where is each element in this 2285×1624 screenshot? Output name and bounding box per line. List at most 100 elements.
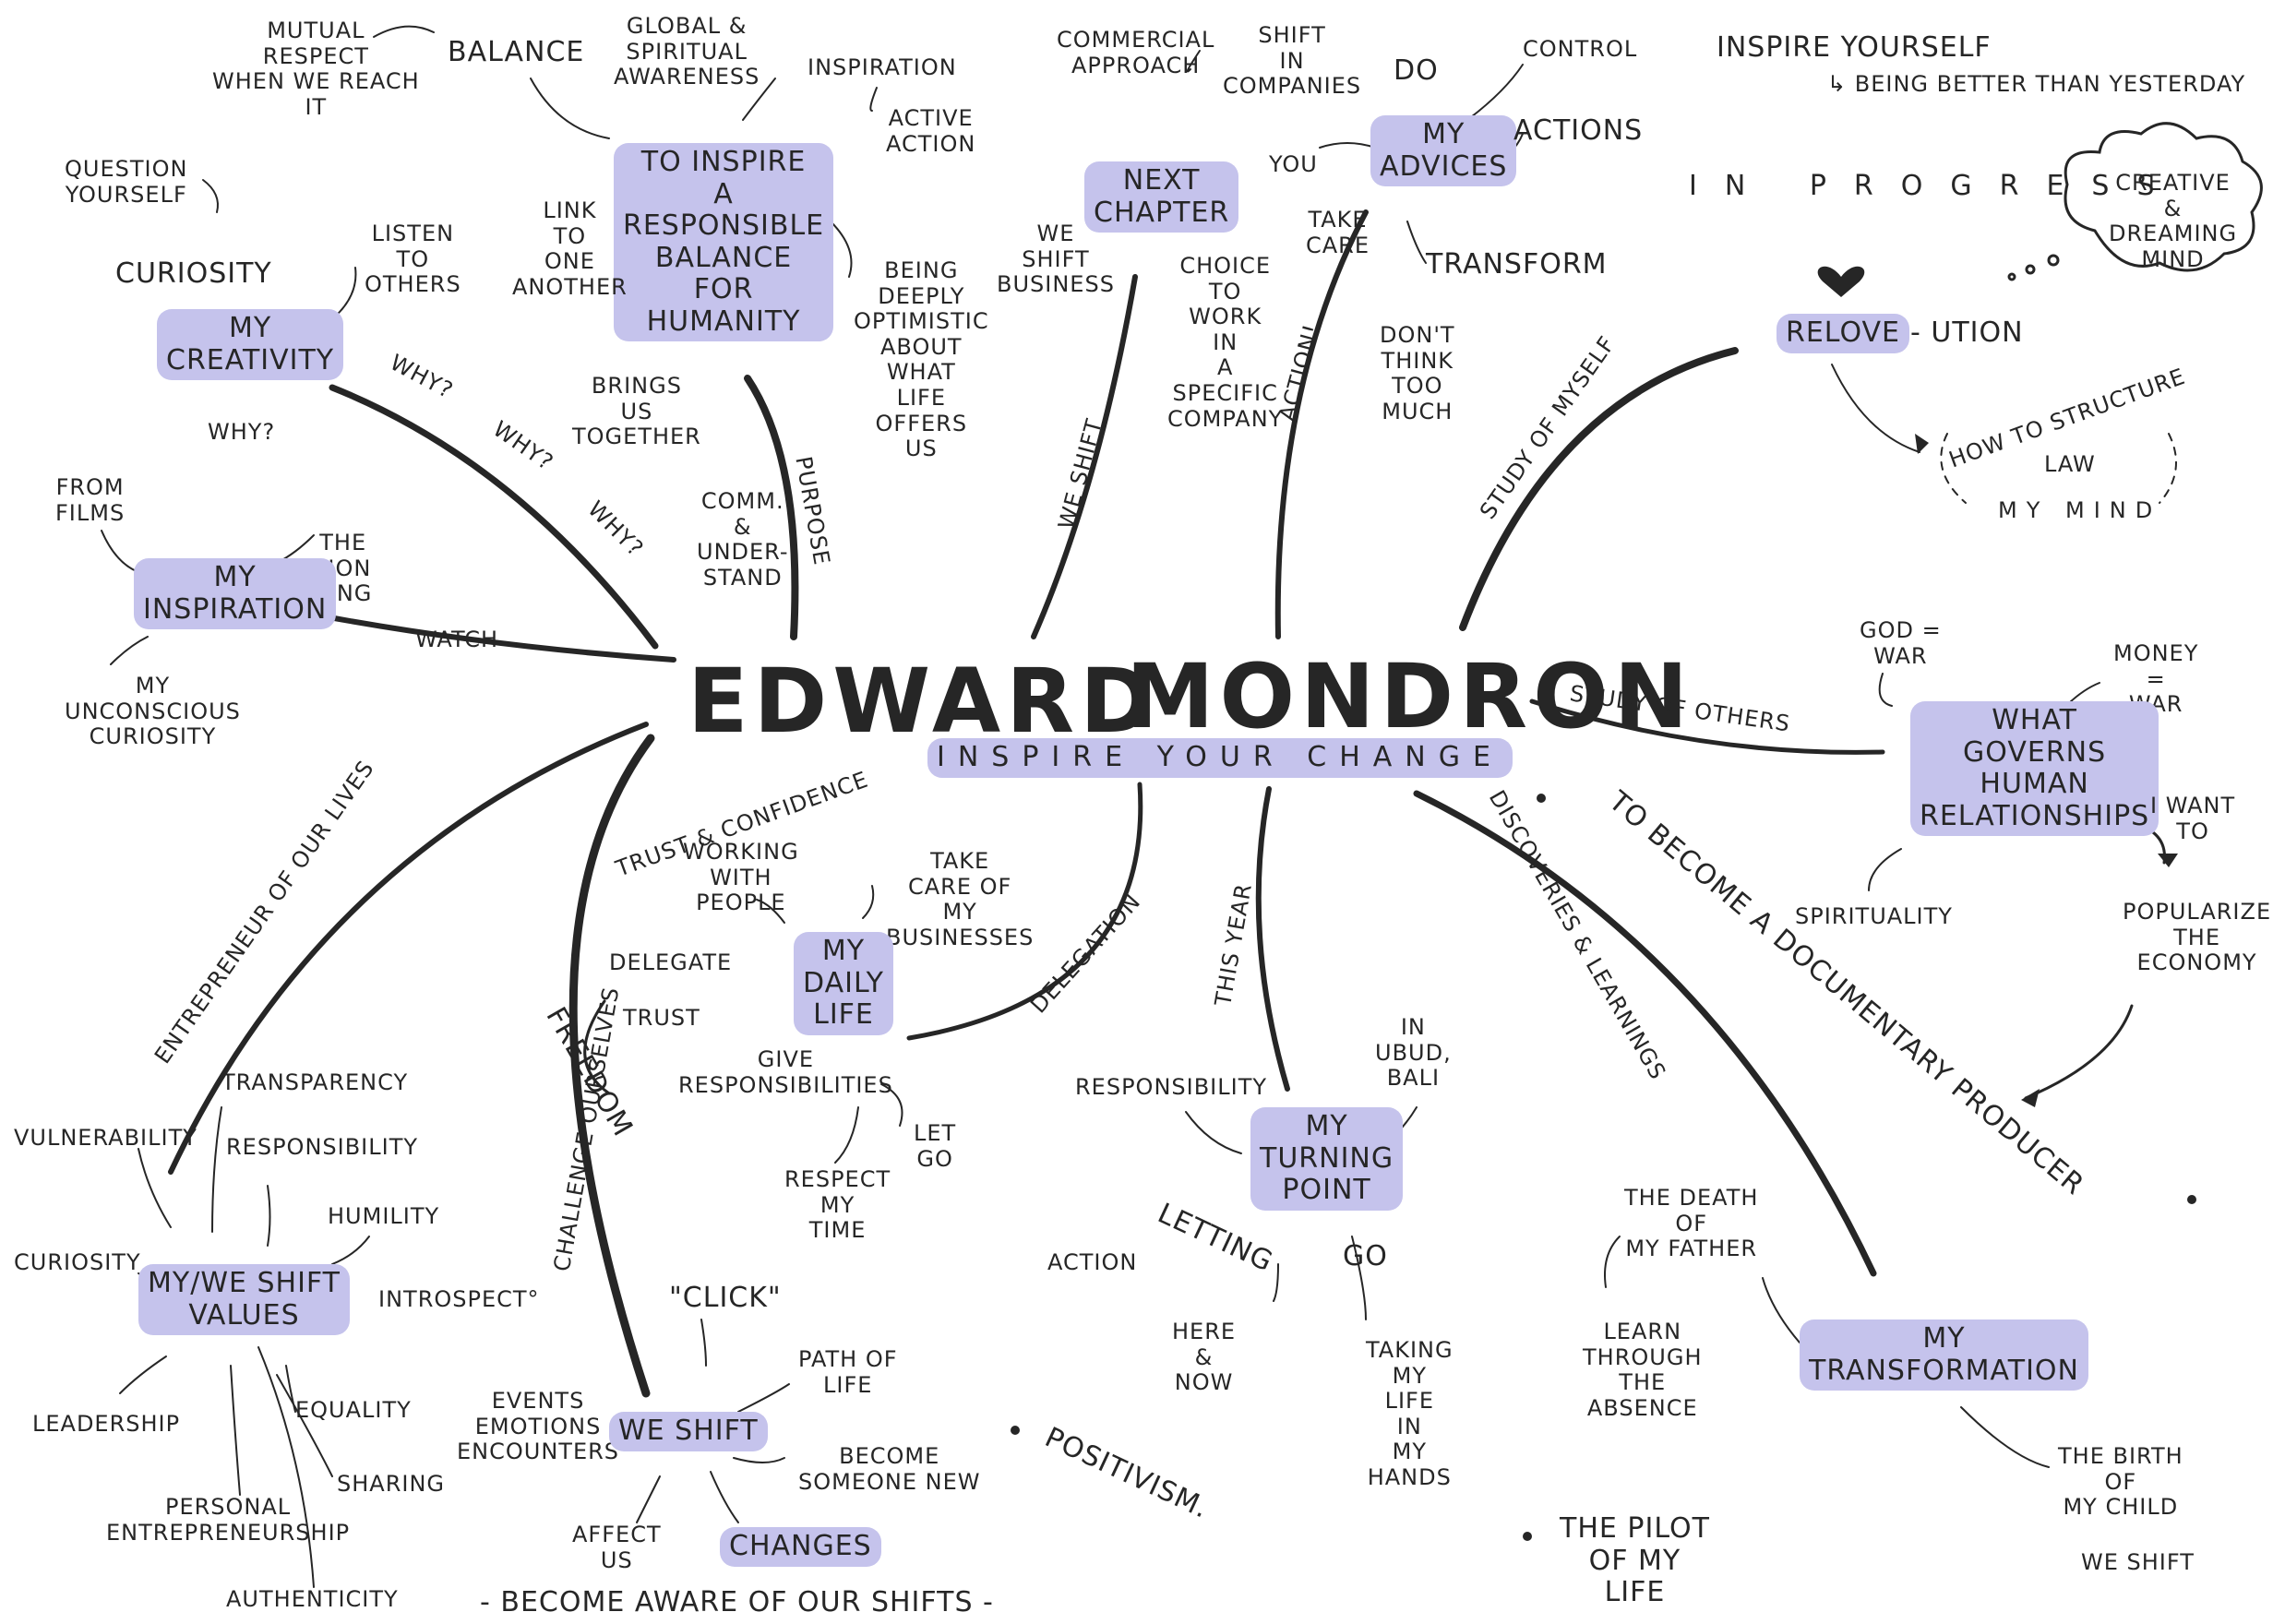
node-shift-companies: SHIFT IN COMPANIES [1223, 22, 1362, 100]
node-from-films: FROM FILMS [55, 474, 126, 526]
node-here-now: HERE & NOW [1172, 1319, 1237, 1396]
branch-line-study-myself [1459, 347, 1739, 631]
connector-inspiration-word [869, 87, 878, 112]
connector-relove-arrow [1831, 364, 1920, 453]
node-in-ubud: IN UBUD, BALI [1375, 1014, 1452, 1092]
node-being-optimistic: BEING DEEPLY OPTIMISTIC ABOUT WHAT LIFE … [854, 257, 989, 462]
connector-transform-birth [1960, 1406, 2050, 1468]
node-active-action: ACTIVE ACTION [886, 105, 976, 157]
connector-advices-transform [1406, 221, 1427, 264]
node-inspire-yourself: INSPIRE YOURSELF [1717, 31, 1992, 64]
node-equality: EQUALITY [295, 1397, 412, 1423]
connector-advices-you [1319, 142, 1376, 149]
node-authenticity: AUTHENTICITY [226, 1586, 399, 1612]
node-actions: ACTIONS [1513, 114, 1644, 147]
connector-death-learn [1604, 1236, 1621, 1288]
branch-line-challenge [568, 734, 655, 1398]
node-respect-time: RESPECT MY TIME [784, 1166, 891, 1244]
node-question-yourself: QUESTION YOURSELF [65, 156, 188, 208]
node-brings-together: BRINGS US TOGETHER [572, 373, 701, 450]
node-give-resp: GIVE RESPONSIBILITIES [678, 1046, 893, 1098]
node-responsibility-turning: RESPONSIBILITY [1075, 1074, 1268, 1100]
connector-balance [530, 78, 610, 139]
bullet-dot [1523, 1532, 1532, 1541]
node-we-shift: WE SHIFT [609, 1412, 768, 1451]
node-birth-child: THE BIRTH OF MY CHILD [2058, 1443, 2183, 1521]
connector-values-responsibility [267, 1185, 271, 1247]
node-my-creativity: MY CREATIVITY [157, 309, 344, 380]
bullet-dot [1537, 794, 1546, 803]
node-dont-think: DON'T THINK TOO MUCH [1380, 322, 1455, 424]
node-events: EVENTS EMOTIONS ENCOUNTERS [457, 1388, 620, 1465]
node-choice-work: CHOICE TO WORK IN A SPECIFIC COMPANY [1167, 253, 1284, 432]
connector-next-chapter [1186, 50, 1201, 73]
node-we-shift-business: WE SHIFT BUSINESS [997, 221, 1115, 298]
node-control: CONTROL [1523, 36, 1638, 62]
node-leadership: LEADERSHIP [32, 1411, 181, 1437]
connector-weshift-changes [710, 1471, 739, 1523]
node-in-progress: IN PROGRESS [1689, 170, 2183, 202]
thought-cloud-icon [2007, 122, 2263, 281]
connector-daily-working [756, 899, 785, 924]
branch-line-creativity [329, 384, 659, 650]
branch-line-inspiration [306, 611, 676, 663]
connector-question [202, 179, 219, 213]
node-take-care-business: TAKE CARE OF MY BUSINESSES [886, 848, 1035, 950]
node-my-mind: MY MIND [1998, 497, 2162, 523]
node-personal-entrepreneurship: PERSONAL ENTREPRENEURSHIP [106, 1494, 351, 1546]
central-title-first: EDWARD [688, 650, 1159, 753]
connector-optimistic [830, 221, 853, 278]
node-unconscious-curiosity: MY UNCONSCIOUS CURIOSITY [65, 673, 241, 750]
branch-line-purpose [744, 375, 799, 640]
branch-label-watch: WATCH [415, 627, 499, 652]
node-action-word: ACTION [1047, 1249, 1138, 1275]
connector-god [1878, 673, 1893, 707]
node-transparency: TRANSPARENCY [221, 1069, 409, 1095]
node-spirituality: SPIRITUALITY [1795, 903, 1953, 929]
node-learn-absence: LEARN THROUGH THE ABSENCE [1583, 1319, 1703, 1421]
node-god-war: GOD = WAR [1860, 617, 1942, 669]
connector-values-sharing [276, 1374, 333, 1477]
node-my-daily-life: MY DAILY LIFE [794, 932, 893, 1035]
node-creative-mind: CREATIVE & DREAMING MIND [2109, 170, 2238, 272]
node-what-governs: WHAT GOVERNS HUMAN RELATIONSHIPS [1910, 701, 2159, 836]
branch-line-delegation [906, 782, 1143, 1041]
arrow-head-producer [2021, 1089, 2040, 1107]
node-my-inspiration: MY INSPIRATION [134, 558, 337, 629]
node-become-someone: BECOME SOMEONE NEW [798, 1443, 981, 1495]
branch-line-entrepreneur [168, 722, 649, 1175]
connector-daily-respect [834, 1106, 859, 1164]
node-trust: TRUST [623, 1005, 700, 1031]
node-commercial-approach: COMMERCIAL APPROACH [1057, 27, 1215, 78]
tagline: INSPIRE YOUR CHANGE [927, 738, 1513, 778]
connector-turning-here [1273, 1263, 1279, 1302]
node-mutual-respect: MUTUAL RESPECT WHEN WE REACH IT [212, 18, 420, 120]
node-my-we-shift-values: MY/WE SHIFT VALUES [138, 1264, 350, 1335]
node-curiosity-star: CURIOSITY [115, 257, 272, 290]
node-global-awareness: GLOBAL & SPIRITUAL AWARENESS [614, 13, 760, 90]
connector-popularize-producer [2024, 1004, 2134, 1100]
connector-global [742, 78, 776, 121]
node-my-transformation: MY TRANSFORMATION [1800, 1320, 2088, 1391]
node-go: GO [1343, 1240, 1388, 1272]
node-law: LAW [2044, 451, 2096, 477]
node-to-inspire: TO INSPIRE A RESPONSIBLE BALANCE FOR HUM… [614, 143, 834, 341]
node-my-turning-point: MY TURNING POINT [1250, 1107, 1404, 1211]
connector-weshift-affect [636, 1475, 661, 1523]
heart-icon [1817, 266, 1865, 297]
connector-law-right [2159, 433, 2177, 504]
connector-law-left [1940, 433, 1967, 504]
connector-weshift-click [700, 1319, 707, 1367]
connector-values-equality [285, 1365, 296, 1413]
node-do-star: DO [1394, 54, 1439, 87]
node-click: "CLICK" [669, 1282, 782, 1314]
node-sharing: SHARING [337, 1471, 446, 1497]
branch-line-this-year [1255, 786, 1290, 1092]
node-relove: RELOVE [1777, 314, 1910, 353]
connector-daily-take-care [862, 885, 875, 919]
connector-values-personal [230, 1365, 241, 1496]
branch-line-action [1274, 209, 1369, 639]
connector-films [101, 530, 139, 573]
node-comm-understand: COMM. & UNDER- STAND [697, 488, 789, 591]
